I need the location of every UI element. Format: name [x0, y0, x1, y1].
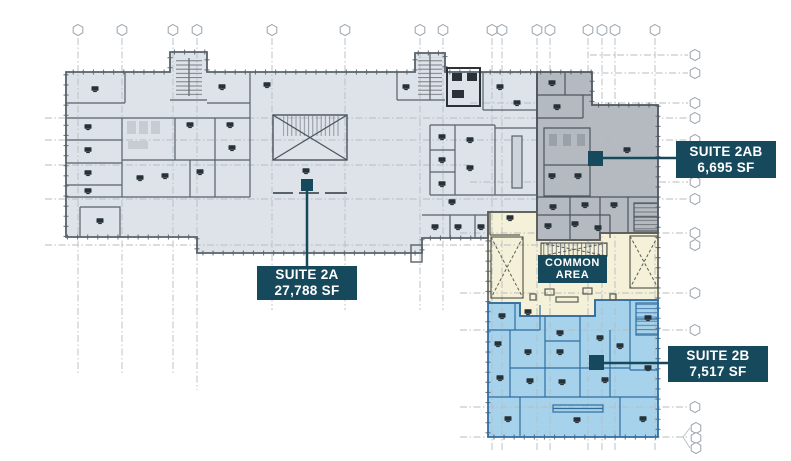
conference-table — [511, 135, 523, 189]
escalator-opening — [272, 114, 348, 161]
lobby-furniture — [529, 287, 617, 303]
restroom-fixtures-2ab — [549, 134, 585, 146]
suite-2ab-label: SUITE 2AB 6,695 SF — [676, 141, 776, 178]
suite-2a-name: SUITE 2A — [275, 267, 339, 282]
stair-northwest — [176, 58, 202, 96]
stair-core — [418, 57, 442, 97]
elevator-core — [446, 67, 481, 107]
suite-2ab-interior — [537, 72, 659, 240]
suite-2a-marker — [301, 179, 313, 191]
suite-2b-area: 7,517 SF — [689, 364, 747, 379]
common-area-line1: COMMON — [545, 256, 600, 269]
common-area-line2: AREA — [555, 269, 590, 281]
exterior-stair-stub — [410, 244, 423, 263]
suite-2a-area: 27,788 SF — [274, 283, 340, 298]
label-leaders — [301, 151, 678, 370]
region-walls — [65, 51, 659, 438]
common-area-interior — [489, 212, 659, 303]
suite-2a-region — [66, 52, 537, 253]
stair-2ab — [633, 202, 659, 232]
restroom-fixtures — [127, 121, 160, 149]
suite-2a-label: SUITE 2A 27,788 SF — [257, 266, 357, 300]
shaft-east — [629, 235, 659, 289]
suite-2b-marker — [589, 355, 604, 370]
shaft-west — [490, 236, 524, 299]
suite-2b-label: SUITE 2B 7,517 SF — [668, 346, 768, 382]
suite-2ab-marker — [588, 151, 603, 166]
grid-horizontal-lines — [45, 54, 688, 438]
common-area-label: COMMON AREA — [538, 255, 607, 283]
suite-2b-name: SUITE 2B — [686, 348, 750, 363]
column-grid — [45, 38, 691, 452]
grid-cluster-connectors — [682, 427, 691, 449]
suite-2a-interior — [66, 53, 537, 238]
suite-2ab-name: SUITE 2AB — [689, 143, 763, 159]
suite-2ab-area: 6,695 SF — [697, 159, 755, 175]
